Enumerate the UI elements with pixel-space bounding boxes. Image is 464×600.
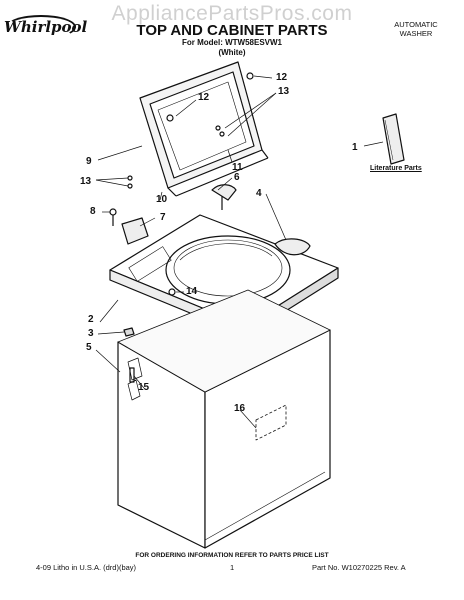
color-line: (White) xyxy=(218,48,246,57)
callout-13-left: 13 xyxy=(80,176,92,187)
callout-8: 8 xyxy=(90,206,96,217)
ordering-note: FOR ORDERING INFORMATION REFER TO PARTS … xyxy=(135,552,329,559)
part-3-clip xyxy=(123,327,135,337)
part-14-fastener xyxy=(168,288,176,296)
page-number: 1 xyxy=(230,563,235,572)
cabinet-label xyxy=(255,404,287,441)
brand-logo: Whirlpool xyxy=(4,18,88,36)
part-7-switch xyxy=(121,217,149,245)
callout-14: 14 xyxy=(186,286,198,297)
callout-4: 4 xyxy=(256,188,262,199)
callout-11: 11 xyxy=(232,162,243,173)
part-12-bumper xyxy=(166,114,174,122)
tub-opening xyxy=(165,235,291,305)
callout-15: 15 xyxy=(138,382,150,393)
model-line: For Model: WTW58ESVW1 xyxy=(182,38,282,47)
lid-window xyxy=(157,81,247,171)
callout-5: 5 xyxy=(86,342,92,353)
callout-2: 2 xyxy=(88,314,94,325)
part-6-hinge xyxy=(211,184,237,201)
product-type: AUTOMATIC WASHER xyxy=(376,20,456,38)
callout-1: 1 xyxy=(352,142,358,153)
callout-13-right: 13 xyxy=(278,86,290,97)
callout-16: 16 xyxy=(234,403,246,414)
page-title: TOP AND CABINET PARTS xyxy=(136,22,328,39)
part-8-screw xyxy=(109,208,117,216)
callout-12-lid: 12 xyxy=(198,92,210,103)
callout-6: 6 xyxy=(234,172,240,183)
watermark-text: AppliancePartsPros.com xyxy=(111,2,353,25)
callout-3: 3 xyxy=(88,328,94,339)
brand-swoosh-icon xyxy=(6,15,76,39)
litho-line: 4-09 Litho in U.S.A. (drd)(bay) xyxy=(36,563,137,572)
part-number: Part No. W10270225 Rev. A xyxy=(312,563,406,572)
product-type-line1: AUTOMATIC xyxy=(394,20,438,29)
callout-10: 10 xyxy=(156,194,168,205)
literature-booklet xyxy=(382,113,405,165)
callout-12-top: 12 xyxy=(276,72,288,83)
callout-7: 7 xyxy=(160,212,166,223)
part-12-bumper-top xyxy=(246,72,254,80)
callout-9: 9 xyxy=(86,156,92,167)
product-type-line2: WASHER xyxy=(399,29,433,38)
cabinet-top-rim xyxy=(117,289,331,393)
literature-parts-label: Literature Parts xyxy=(370,165,422,172)
part-15-fastener xyxy=(129,367,135,383)
